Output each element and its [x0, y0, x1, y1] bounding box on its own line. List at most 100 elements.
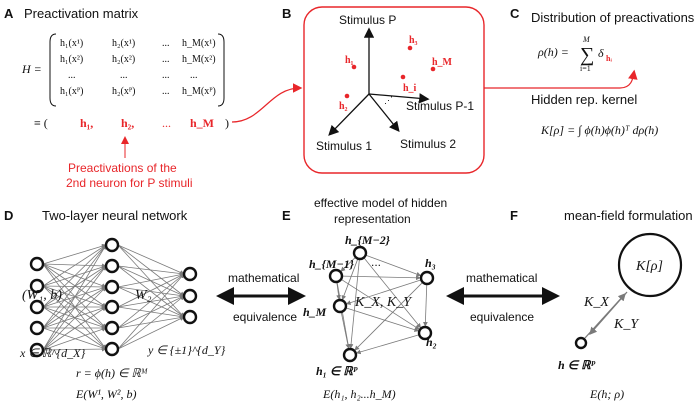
nn-edge [42, 243, 107, 265]
label-stimulus-1: Stimulus 1 [316, 139, 372, 153]
matrix-right-bracket [217, 33, 225, 107]
matrix-cell: ... [162, 38, 170, 49]
note-line2: 2nd neuron for P stimuli [66, 176, 193, 190]
axis-stimulus-p-1 [368, 93, 430, 104]
node-label-h1: h₁ ∈ ℝᴾ [316, 364, 358, 378]
rho-sub: hᵢ [606, 54, 612, 63]
nn-edge [117, 273, 185, 329]
graph-node [419, 270, 435, 286]
energy-d: E(W¹, W², b) [75, 387, 137, 401]
nn-edge [42, 327, 107, 351]
hidden-neuron [104, 258, 120, 274]
panel-c-letter: C [510, 6, 520, 21]
node-label-hm1: h_{M−1} [309, 257, 355, 271]
equiv-right-bottom: equivalence [470, 310, 534, 324]
rho-sum: ∑ [580, 44, 594, 66]
matrix-cell: ... [162, 70, 170, 81]
hidden-neuron [104, 237, 120, 253]
col-dots: ... [162, 116, 171, 130]
h-label: h ∈ ℝᴾ [558, 358, 596, 372]
hidden-neuron [104, 320, 120, 336]
r-label: r = ϕ(h) ∈ ℝᴹ [76, 366, 148, 380]
panel-c: C Distribution of preactivations ρ(h) = … [510, 6, 695, 137]
nn-edge [117, 273, 185, 308]
rho-lhs: ρ(h) = [537, 45, 569, 59]
panel-d-title: Two-layer neural network [42, 208, 188, 223]
panel-e-title-2: representation [334, 212, 411, 226]
matrix-cell: h₁(x¹) [60, 38, 83, 49]
panel-a-title: Preactivation matrix [24, 6, 139, 21]
nn-edge [42, 244, 107, 329]
nn-edge [42, 305, 107, 329]
nn-edge [42, 286, 107, 351]
graph-node [332, 298, 348, 314]
rho-bottom: i=1 [580, 64, 591, 73]
graph-edge [338, 308, 351, 349]
node-label-hm: h_M [303, 305, 327, 319]
graph-center-label: K_X, K_Y [354, 295, 413, 310]
output-neuron [182, 266, 198, 282]
panel-e-letter: E [282, 208, 291, 223]
nn-edge [117, 244, 185, 275]
nn-edge [42, 263, 107, 350]
axis-stimulus-1 [328, 93, 370, 136]
panel-e: E effective model of hidden representati… [282, 196, 447, 401]
hidden-neuron [104, 279, 120, 295]
equiv-right-top: mathematical [466, 271, 537, 285]
node-label-h2: h₂ [426, 335, 437, 349]
kx-label: K_X [583, 295, 609, 310]
input-neuron [29, 342, 45, 358]
panel-f-title: mean-field formulation [564, 208, 693, 223]
point-h1-label: h₁ [345, 55, 354, 66]
nn-edge [42, 306, 107, 351]
graph-edge [334, 278, 351, 349]
w1b-label: (W₁, b) [22, 288, 62, 303]
nn-edge [42, 327, 107, 351]
graph-nodes [328, 245, 435, 363]
network-nodes [29, 237, 198, 358]
point-h2-label: h₂ [339, 101, 348, 112]
energy-f: E(h; ρ) [589, 387, 624, 401]
matrix-cell: h₁(x²) [60, 54, 83, 65]
matrix-cell: ... [120, 70, 128, 81]
matrix-cell: h_M(x²) [182, 54, 216, 65]
matrix-cell: ... [190, 70, 198, 81]
mf-arrow-down [589, 291, 628, 335]
point-h3 [407, 45, 413, 51]
matrix-left-bracket [49, 33, 57, 107]
nn-edge [42, 263, 107, 329]
matrix-cell: h₂(x²) [112, 54, 135, 65]
nn-edge [42, 244, 107, 287]
col-hm: h_M [190, 116, 214, 130]
graph-edges [334, 251, 430, 355]
input-neuron [29, 256, 45, 272]
point-hm-label: h_M [432, 57, 453, 68]
a-to-b-arrow [231, 83, 303, 123]
x-label: x ∈ ℝ^{d_X} [19, 346, 85, 360]
graph-edge [423, 280, 430, 327]
matrix-cell: h₂(xᴾ) [112, 86, 135, 97]
panel-a: A Preactivation matrix H = h₁(x¹) h₂(x¹)… [4, 6, 229, 190]
label-stimulus-p: Stimulus P [339, 13, 396, 27]
network-edges [42, 243, 185, 352]
point-hm [430, 66, 436, 72]
nn-edge [117, 273, 185, 350]
panel-c-title: Distribution of preactivations [531, 10, 695, 25]
hidden-neuron [104, 341, 120, 357]
nn-edge [42, 244, 107, 308]
w2-label: W₂ [135, 288, 152, 303]
nn-edge [117, 265, 185, 297]
equiv-open: ≡ ( [34, 116, 48, 130]
label-stimulus-2: Stimulus 2 [400, 137, 456, 151]
graph-edge [338, 273, 421, 281]
point-h1 [351, 64, 357, 70]
graph-node [328, 268, 344, 284]
nn-edge [117, 286, 185, 318]
matrix-rows: h₁(x¹) h₂(x¹) ... h_M(x¹) h₁(x²) h₂(x²) … [60, 38, 216, 97]
hidden-neuron [104, 299, 120, 315]
matrix-cell: ... [68, 70, 76, 81]
kernel-label: K[ρ] [635, 259, 663, 274]
node-label-h3: h₃ [425, 256, 436, 270]
point-hi [400, 74, 406, 80]
